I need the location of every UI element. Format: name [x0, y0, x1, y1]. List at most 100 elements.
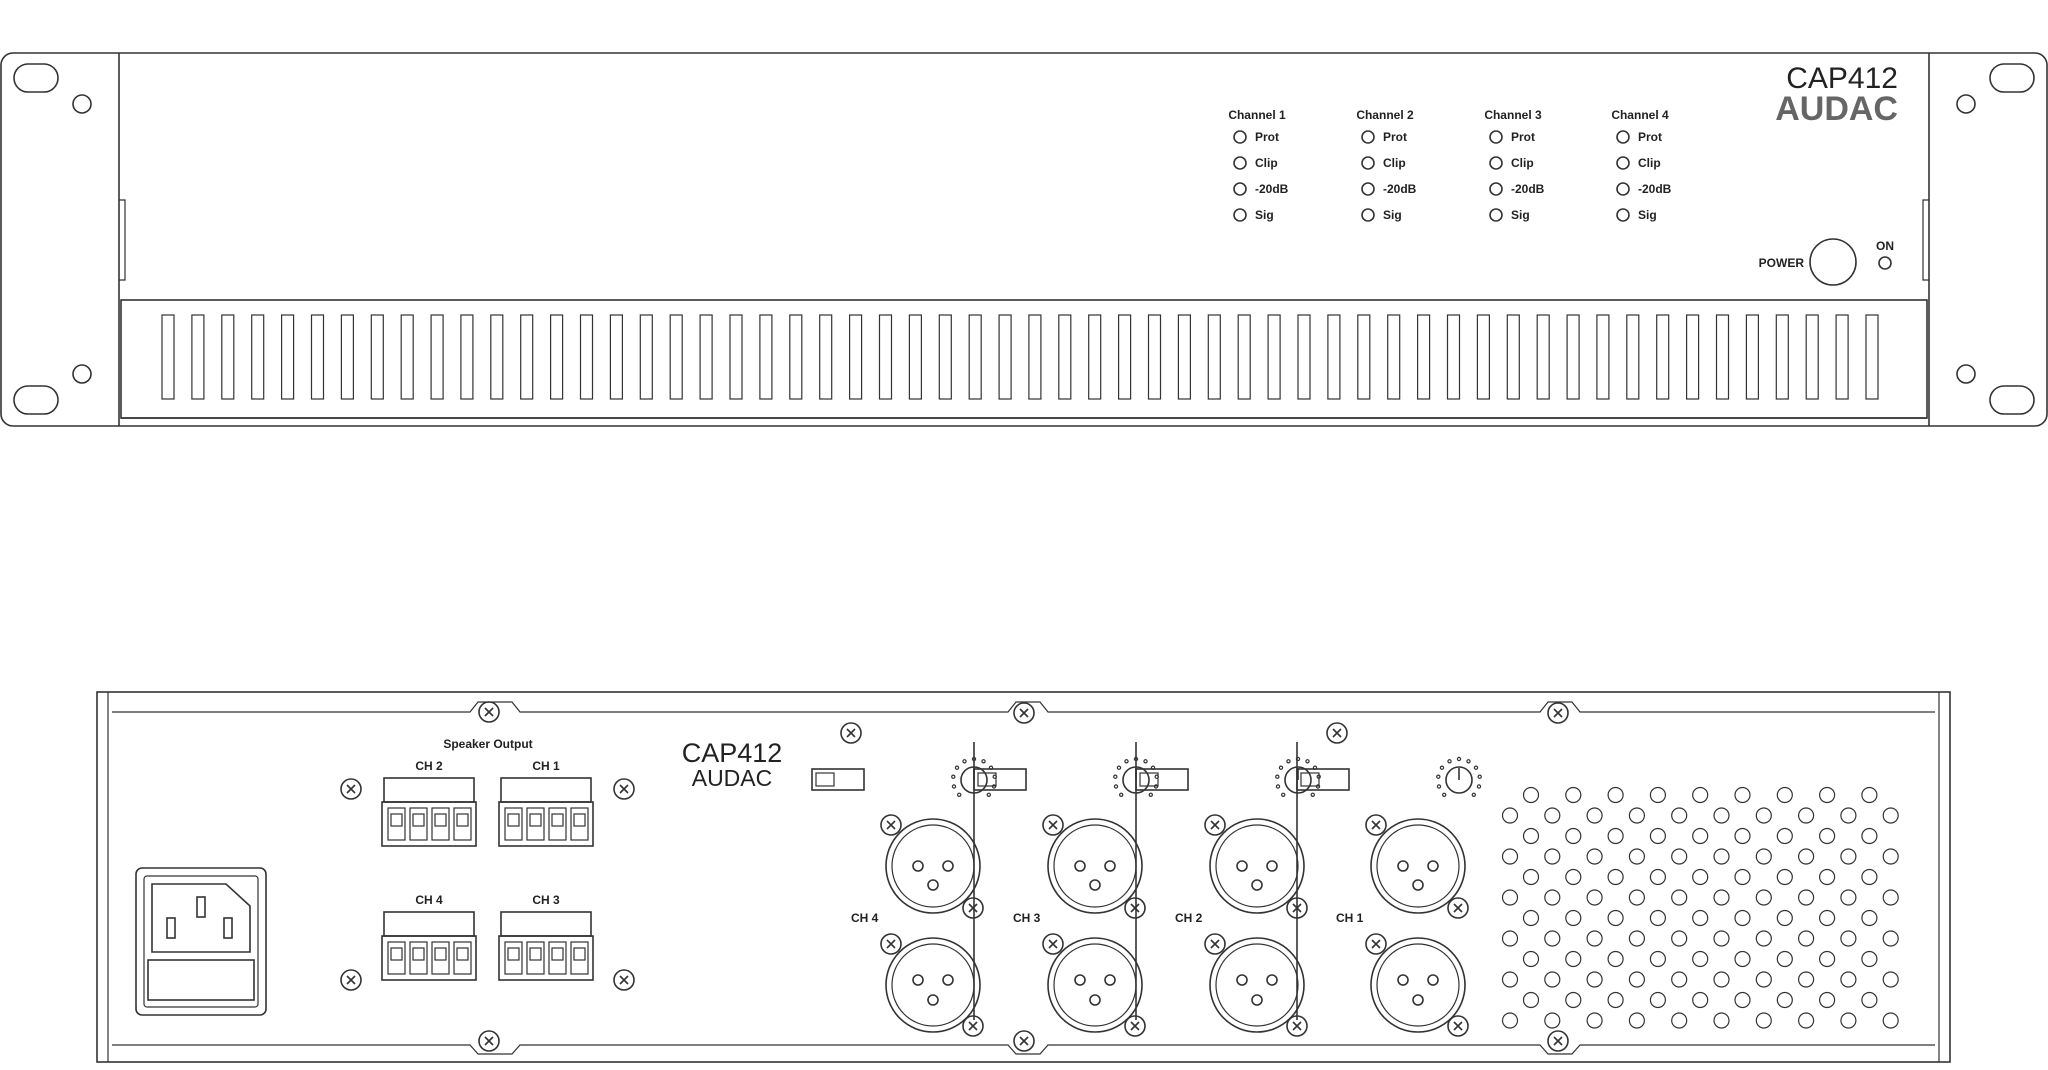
vent-slot: [669, 314, 683, 400]
status-led: [1361, 182, 1375, 196]
xlr-pin: [1251, 879, 1263, 891]
vent-hole: [1713, 807, 1730, 824]
rear-outline: [96, 691, 1951, 1063]
gain-scale-dot: [1441, 792, 1447, 798]
screw-head: [1042, 933, 1064, 955]
vent-hole: [1713, 930, 1730, 947]
vent-hole: [1544, 807, 1561, 824]
terminal-screw: [340, 969, 362, 991]
vent-hole: [1565, 868, 1582, 886]
vent-hole: [1607, 909, 1624, 927]
xlr-pin: [1251, 994, 1263, 1006]
speaker-terminal-block[interactable]: CH 1: [498, 759, 594, 847]
xlr-screw: [1042, 933, 1064, 955]
terminal-body: [381, 801, 477, 847]
terminal-label: CH 1: [532, 759, 560, 773]
xlr-pin: [1427, 860, 1439, 872]
xlr-input-connector[interactable]: [885, 937, 981, 1033]
vent-hole: [1797, 1012, 1815, 1029]
rear-vent-holes: [1501, 786, 1899, 1029]
xlr-output-connector[interactable]: [1370, 818, 1466, 914]
mode-switch[interactable]: [811, 768, 865, 791]
front-outline: [0, 52, 2048, 427]
vent-hole: [1565, 991, 1582, 1009]
vent-hole: [1734, 786, 1751, 804]
screw-head: [613, 969, 635, 991]
mode-switch[interactable]: [1135, 768, 1189, 791]
vent-hole: [1671, 889, 1688, 906]
xlr-pin: [1236, 860, 1248, 872]
gain-scale-dot: [986, 792, 992, 798]
xlr-input-connector[interactable]: [1209, 937, 1305, 1033]
vent-slot: [1357, 314, 1371, 400]
vent-hole: [1734, 827, 1751, 845]
vent-slot: [221, 314, 235, 400]
iec-inlet-frame: [135, 867, 267, 1016]
chassis-screw: [1013, 702, 1035, 724]
gain-scale-dot: [951, 784, 957, 789]
screw-cross: [1048, 820, 1058, 830]
xlr-pin: [1397, 974, 1409, 986]
vent-slot: [281, 314, 295, 400]
vent-slot: [1446, 314, 1461, 400]
terminal-screw-slot: [412, 813, 425, 827]
screw-cross: [1210, 820, 1220, 830]
speaker-terminal-block[interactable]: CH 2: [381, 759, 477, 847]
screw-head: [478, 701, 500, 723]
vent-hole: [1776, 991, 1793, 1009]
speaker-terminal-block[interactable]: CH 3: [498, 893, 594, 981]
vent-hole: [1607, 950, 1624, 968]
vent-hole: [1501, 848, 1519, 865]
vent-slot: [1805, 314, 1819, 400]
vent-slot: [938, 314, 952, 400]
mode-switch[interactable]: [1296, 768, 1350, 791]
vent-hole: [1649, 909, 1667, 927]
xlr-output-connector[interactable]: [885, 818, 981, 914]
rack-slot-hole: [13, 385, 59, 415]
xlr-input-connector[interactable]: [1047, 937, 1143, 1033]
vent-hole: [1649, 786, 1667, 804]
screw-head: [1365, 814, 1387, 836]
vent-hole: [1882, 889, 1899, 906]
vent-hole: [1861, 991, 1878, 1009]
xlr-output-connector[interactable]: [1209, 818, 1305, 914]
xlr-pin: [1412, 994, 1424, 1006]
led-label: Clip: [1511, 156, 1534, 170]
xlr-input-connector[interactable]: [1370, 937, 1466, 1033]
led-label: -20dB: [1383, 182, 1417, 196]
terminal-pin: [409, 941, 428, 975]
status-led: [1616, 182, 1630, 196]
vent-hole: [1755, 848, 1772, 865]
speaker-terminal-block[interactable]: CH 4: [381, 893, 477, 981]
front-panel: CAP412 AUDAC Channel 1ProtClip-20dBSigCh…: [0, 52, 2048, 427]
input-channel-label: CH 3: [1013, 911, 1041, 925]
rack-slot-hole: [1989, 63, 2035, 93]
vent-hole: [1586, 930, 1603, 947]
terminal-top: [383, 911, 475, 937]
switch-knob: [1300, 772, 1320, 787]
gain-scale-dot: [1118, 792, 1124, 798]
gain-knob[interactable]: [1284, 766, 1312, 794]
chassis-screws: [478, 701, 1569, 1052]
vent-hole: [1607, 827, 1624, 845]
mains-power-inlet: [135, 867, 267, 1016]
chassis-screw: [478, 1030, 500, 1052]
screw-cross: [968, 903, 978, 913]
status-led: [1489, 208, 1503, 222]
vent-hole: [1882, 1012, 1899, 1029]
status-led: [1361, 208, 1375, 222]
xlr-screw: [1042, 814, 1064, 836]
vent-slot: [1656, 314, 1670, 400]
xlr-output-connector[interactable]: [1047, 818, 1143, 914]
chassis-screw: [478, 701, 500, 723]
terminal-screw-slot: [507, 813, 520, 827]
led-label: Sig: [1383, 208, 1402, 222]
power-button[interactable]: [1809, 238, 1857, 286]
vent-hole: [1522, 991, 1540, 1009]
vent-hole: [1861, 950, 1878, 968]
screw-head: [340, 969, 362, 991]
screw-cross: [484, 707, 494, 717]
gain-scale-dot: [962, 759, 967, 764]
mode-switch[interactable]: [973, 768, 1027, 791]
gain-knob[interactable]: [1445, 766, 1473, 794]
